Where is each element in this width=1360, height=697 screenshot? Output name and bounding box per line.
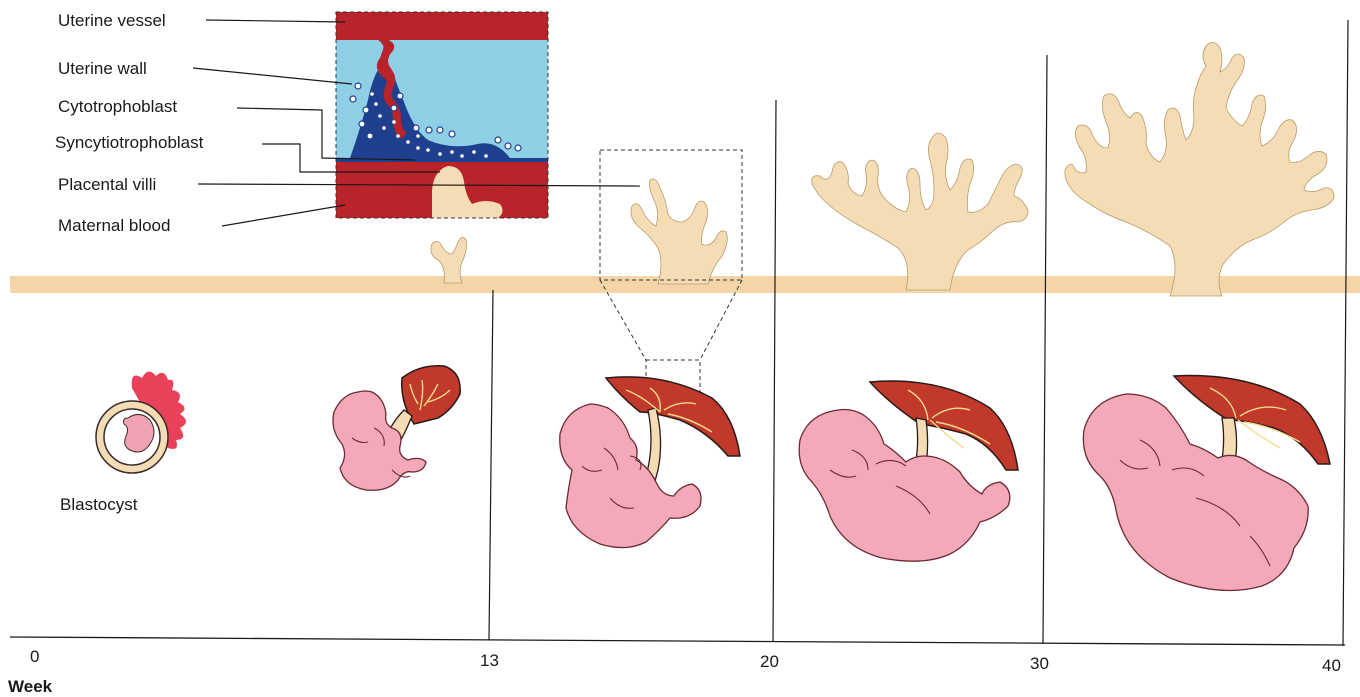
fetus-stage-4 <box>1083 376 1330 591</box>
blastocyst: Blastocyst <box>60 371 186 514</box>
axis-title-week: Week <box>8 677 53 696</box>
label-uterine-wall: Uterine wall <box>58 59 147 78</box>
divider-week-13 <box>489 290 493 640</box>
label-blastocyst: Blastocyst <box>60 495 138 514</box>
fetus-stage-1 <box>333 366 460 491</box>
leader-maternal-blood <box>222 205 345 226</box>
fetus-stage-2 <box>560 377 740 548</box>
label-uterine-vessel: Uterine vessel <box>58 11 166 30</box>
tick-week-30: 30 <box>1030 654 1049 673</box>
villus-stage-3 <box>812 133 1028 290</box>
villus-stage-2 <box>631 179 727 284</box>
label-maternal-blood: Maternal blood <box>58 216 170 235</box>
label-placental-villi: Placental villi <box>58 175 156 194</box>
villus-stage-4 <box>1065 42 1334 296</box>
tick-week-20: 20 <box>760 652 779 671</box>
label-syncytiotrophoblast: Syncytiotrophoblast <box>55 133 204 152</box>
tick-week-0: 0 <box>30 647 39 666</box>
label-cytotrophoblast: Cytotrophoblast <box>58 97 177 116</box>
divider-week-30 <box>1043 55 1047 644</box>
leader-uterine-vessel <box>206 20 345 22</box>
divider-week-40 <box>1343 20 1348 646</box>
fetus-stage-3 <box>799 381 1018 561</box>
leader-uterine-wall <box>193 68 352 84</box>
week-axis-line <box>10 637 1345 645</box>
tick-week-13: 13 <box>480 651 499 670</box>
divider-week-20 <box>773 100 776 642</box>
villus-cross-section-inset <box>336 12 548 218</box>
tick-week-40: 40 <box>1322 656 1341 675</box>
